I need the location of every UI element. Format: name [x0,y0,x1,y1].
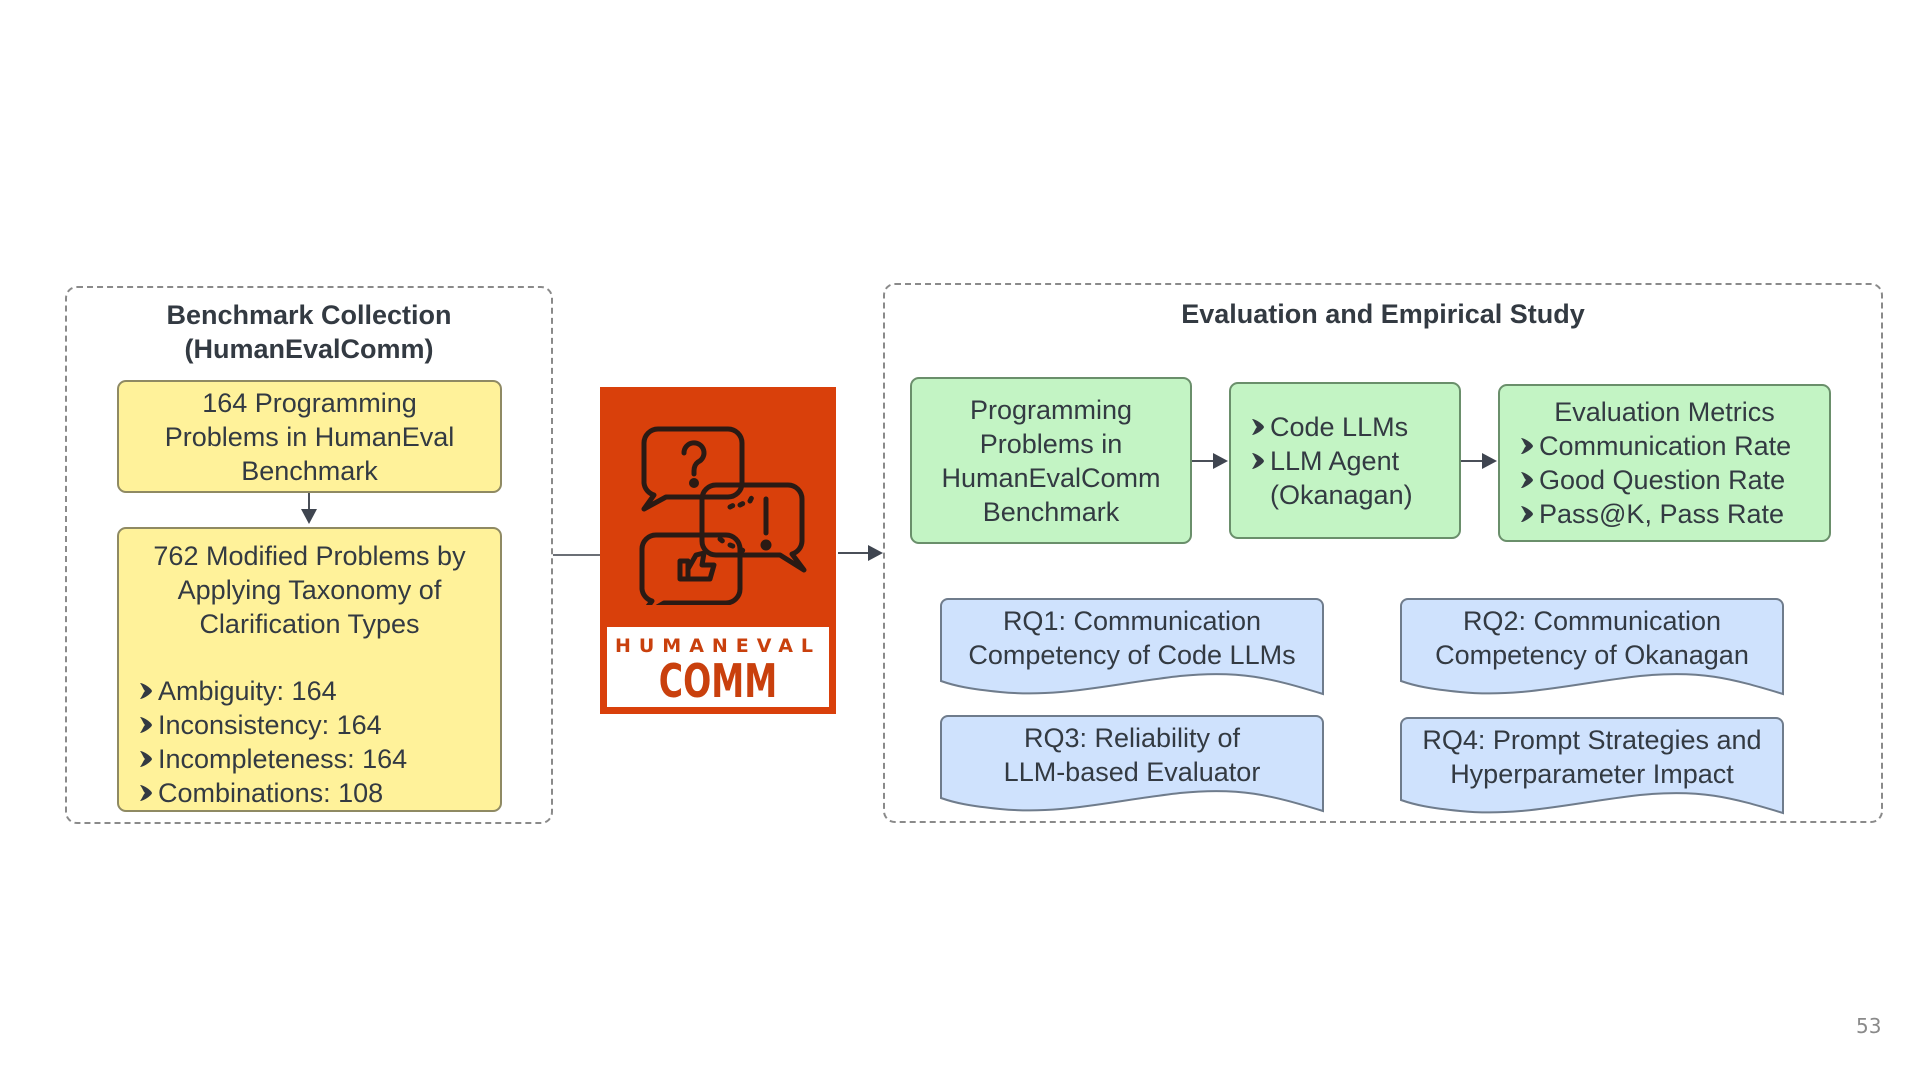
bullet-arrow-icon [1251,452,1265,470]
box-text-line: Benchmark [982,496,1120,527]
research-question-rq4: RQ4: Prompt Strategies and Hyperparamete… [1400,717,1784,815]
bullet-text: Good Question Rate [1539,465,1786,495]
rq-text-line: RQ4: Prompt Strategies and [1422,725,1762,755]
document-shape [940,715,1324,813]
rq-text: RQ3: Reliability of LLM-based Evaluator [940,715,1324,789]
rq-text: RQ4: Prompt Strategies and Hyperparamete… [1400,717,1784,791]
clarification-type-item: Ambiguity: 164 [139,674,407,708]
connector-line [1192,460,1216,462]
model-item: LLM Agent [1251,444,1413,478]
rq-text-line: Competency of Okanagan [1435,640,1749,670]
logo-label-panel: HUMANEVAL COMM [607,627,829,707]
box-text-line: Problems in [979,428,1123,459]
bullet-text: Combinations: 108 [158,778,384,808]
clarification-type-item: Inconsistency: 164 [139,708,407,742]
models-list: Code LLMs LLM Agent (Okanagan) [1231,410,1413,512]
box-text-line: 762 Modified Problems by [153,541,466,571]
box-text-line: Programming [969,394,1133,425]
research-question-rq2: RQ2: Communication Competency of Okanaga… [1400,598,1784,696]
group-title-line: Benchmark Collection [166,300,452,330]
box-text-line: Applying Taxonomy of [177,575,442,605]
bullet-text: Ambiguity: 164 [158,676,337,706]
model-item-continuation: (Okanagan) [1270,479,1413,510]
research-question-rq1: RQ1: Communication Competency of Code LL… [940,598,1324,696]
rq-text-line: RQ3: Reliability of [1023,723,1241,753]
metric-item: Good Question Rate [1520,463,1791,497]
benchmark-collection-title: Benchmark Collection (HumanEvalComm) [67,298,551,366]
rq-text-line: RQ2: Communication [1462,606,1722,636]
bullet-arrow-icon [1520,437,1534,455]
arrow-head-right-icon [868,545,883,561]
humanevalcomm-logo: HUMANEVAL COMM [600,387,836,714]
bullet-arrow-icon [139,750,153,768]
connector-line [1461,460,1485,462]
metric-item: Pass@K, Pass Rate [1520,497,1791,531]
bullet-text: Pass@K, Pass Rate [1539,499,1785,529]
research-question-rq3: RQ3: Reliability of LLM-based Evaluator [940,715,1324,813]
bullet-arrow-icon [1251,418,1265,436]
document-shape [1400,598,1784,696]
box-text-line: Clarification Types [199,609,420,639]
box-text-line: Benchmark [241,455,378,486]
arrow-head-right-icon [1213,453,1228,469]
bullet-text: Communication Rate [1539,431,1792,461]
rq-text-line: RQ1: Communication [1002,606,1262,636]
box-text-line: HumanEvalComm [941,462,1161,493]
evaluation-study-group: Evaluation and Empirical Study [883,283,1883,823]
box-text-line: Problems in HumanEval [164,421,455,452]
logo-top-text: HUMANEVAL [614,635,822,657]
connector-line [838,552,872,554]
logo-bottom-text: COMM [658,654,778,708]
metric-item: Communication Rate [1520,429,1791,463]
rq-text: RQ1: Communication Competency of Code LL… [940,598,1324,672]
bullet-arrow-icon [139,716,153,734]
clarification-type-list: Ambiguity: 164 Inconsistency: 164 Incomp… [119,674,407,810]
box-text-line: 164 Programming [202,387,417,418]
rq-text: RQ2: Communication Competency of Okanaga… [1400,598,1784,672]
evaluation-metrics-box: Evaluation Metrics Communication Rate Go… [1498,384,1831,542]
bullet-arrow-icon [1520,505,1534,523]
clarification-type-item: Incompleteness: 164 [139,742,407,776]
page-number: 53 [1856,1014,1882,1038]
modified-problems-box: 762 Modified Problems by Applying Taxono… [117,527,502,812]
bullet-arrow-icon [1520,471,1534,489]
benchmark-collection-group: Benchmark Collection (HumanEvalComm) [65,286,553,824]
clarification-type-item: Combinations: 108 [139,776,407,810]
metrics-title: Evaluation Metrics [1554,397,1775,427]
arrow-head-down-icon [301,509,317,524]
model-item: Code LLMs [1251,410,1413,444]
rq-text-line: Hyperparameter Impact [1450,759,1734,789]
models-box: Code LLMs LLM Agent (Okanagan) [1229,382,1461,539]
bullet-arrow-icon [139,784,153,802]
bullet-text: Code LLMs [1270,411,1409,442]
rq-text-line: Competency of Code LLMs [968,640,1296,670]
arrow-head-right-icon [1482,453,1497,469]
document-shape [940,598,1324,696]
bullet-text: Incompleteness: 164 [158,744,408,774]
bullet-text: LLM Agent [1270,445,1400,476]
metrics-list: Communication Rate Good Question Rate Pa… [1500,429,1791,531]
evaluation-study-title: Evaluation and Empirical Study [1181,299,1585,329]
original-problems-box: 164 Programming Problems in HumanEval Be… [117,380,502,493]
chat-bubbles-icon [639,426,807,605]
bullet-arrow-icon [139,682,153,700]
group-title-line: (HumanEvalComm) [184,334,434,364]
benchmark-problems-box: Programming Problems in HumanEvalComm Be… [910,377,1192,544]
document-shape [1400,717,1784,815]
arrow-down-connector [308,493,310,513]
rq-text-line: LLM-based Evaluator [1003,757,1261,787]
bullet-text: Inconsistency: 164 [158,710,382,740]
connector-line [553,554,601,556]
